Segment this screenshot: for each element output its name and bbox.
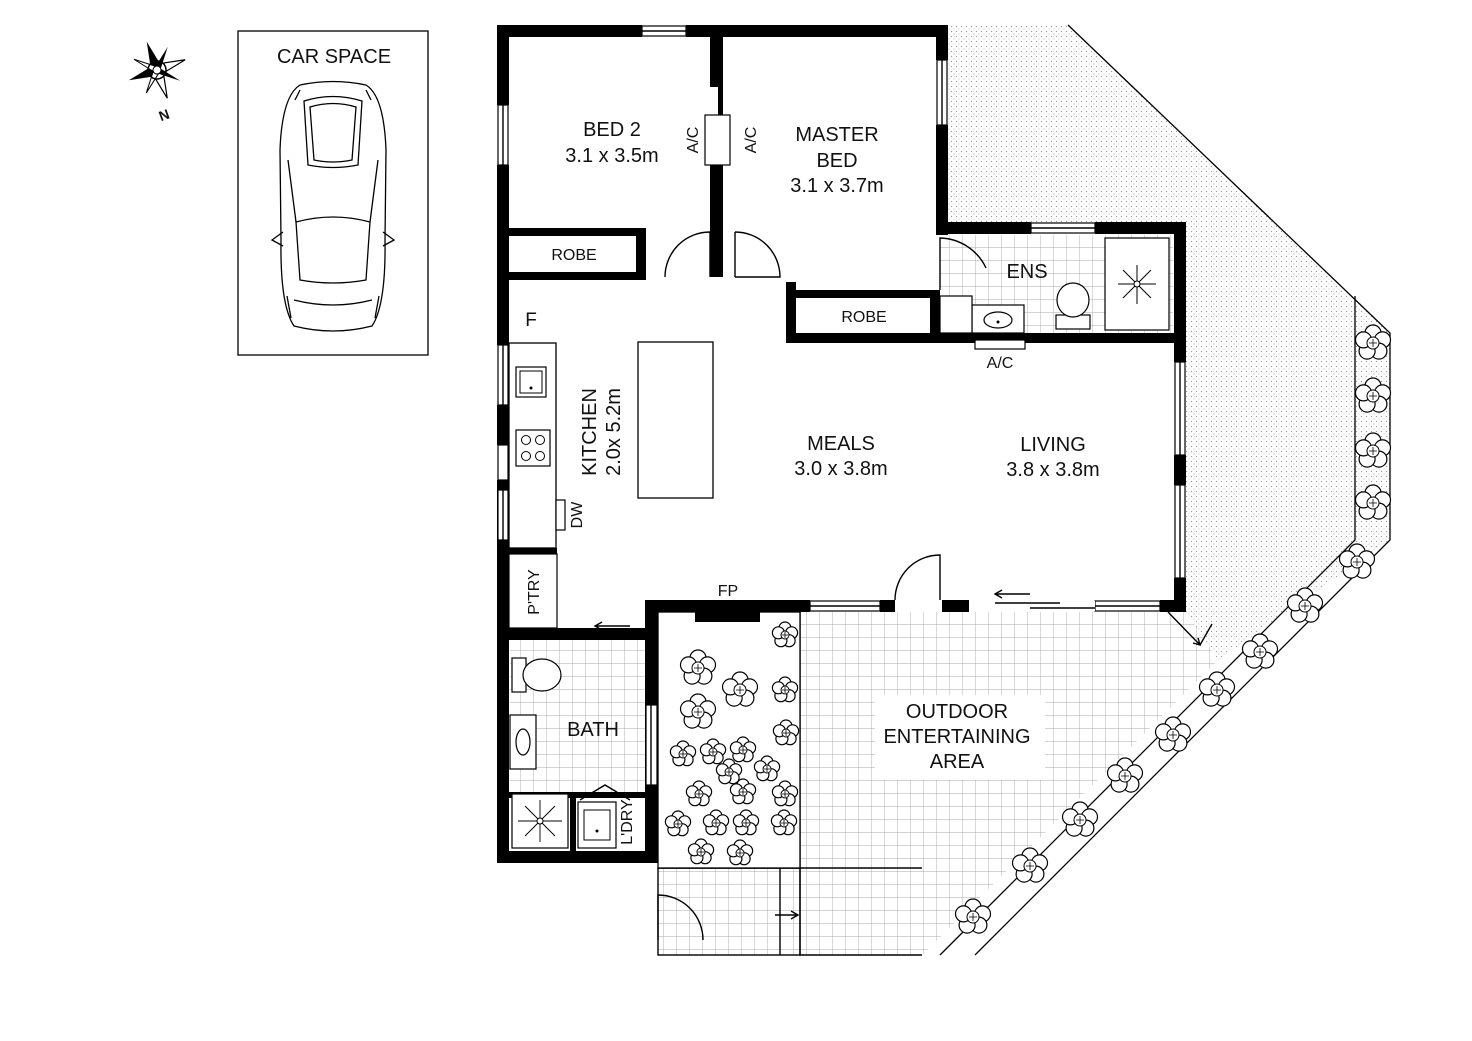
dishwasher-label: DW: [569, 501, 586, 529]
meals-name: MEALS: [807, 433, 875, 455]
dishwasher: [555, 499, 566, 531]
bath-basin-icon: [509, 714, 537, 770]
ac-master-label: A/C: [743, 127, 760, 154]
courtyard-gate-arrow: [775, 910, 800, 920]
robe-master: [796, 298, 930, 333]
bath-sliding-door[interactable]: [540, 621, 630, 634]
robe-bed2: [509, 236, 636, 272]
robe-bed2-label: ROBE: [551, 247, 596, 264]
outdoor-label-box: [875, 695, 1045, 780]
robe-master-label: ROBE: [841, 309, 886, 326]
car-space: [237, 30, 429, 356]
ensuite-toilet-icon: [1055, 282, 1091, 330]
bed2-size: 3.1 x 3.5m: [565, 145, 658, 167]
doors[interactable]: [657, 231, 1213, 941]
bed2-name: BED 2: [583, 119, 641, 141]
outdoor-paving: [800, 612, 1218, 955]
rear-courtyard-paving: [658, 868, 800, 955]
kitchen-island: [637, 341, 714, 499]
master-name-line2: BED: [816, 150, 857, 172]
pantry-label: P'TRY: [526, 569, 543, 615]
ac-bed2-label: A/C: [685, 127, 702, 154]
ac-unit-ensuite: [974, 339, 1026, 350]
kitchen-sink-icon: [515, 366, 547, 398]
cooktop-icon: [515, 429, 551, 467]
laundry-tub-icon: [577, 801, 617, 849]
outdoor-label-line1: OUTDOOR: [906, 701, 1008, 723]
outdoor-label-line2: ENTERTAINING: [883, 726, 1030, 748]
fridge-label: F: [525, 310, 537, 331]
bath-label: BATH: [567, 719, 619, 741]
compass-north-label: N: [157, 106, 172, 124]
fireplace-label: FP: [718, 583, 738, 600]
laundry-label: L'DRY: [619, 799, 636, 845]
ensuite-label: ENS: [1006, 261, 1047, 283]
north-compass-icon: [128, 41, 186, 99]
kitchen-size: 2.0x 5.2m: [603, 388, 625, 476]
walls: [497, 25, 1186, 863]
car-icon: [270, 80, 396, 332]
pantry: [508, 553, 558, 629]
bath-toilet-icon: [511, 657, 562, 693]
garden-bed: [948, 25, 1390, 660]
outdoor-label-line3: AREA: [930, 751, 985, 773]
master-size: 3.1 x 3.7m: [790, 175, 883, 197]
living-name: LIVING: [1020, 434, 1086, 456]
ac-ensuite-label: A/C: [987, 355, 1014, 372]
meals-size: 3.0 x 3.8m: [794, 458, 887, 480]
master-name-line1: MASTER: [795, 124, 878, 146]
car-space-label: CAR SPACE: [277, 46, 391, 68]
living-size: 3.8 x 3.8m: [1006, 459, 1099, 481]
kitchen-name: KITCHEN: [579, 388, 601, 476]
sliding-door-living[interactable]: [969, 589, 1095, 611]
ensuite-basin-icon: [971, 304, 1025, 334]
ac-unit-bed2: [704, 114, 731, 166]
